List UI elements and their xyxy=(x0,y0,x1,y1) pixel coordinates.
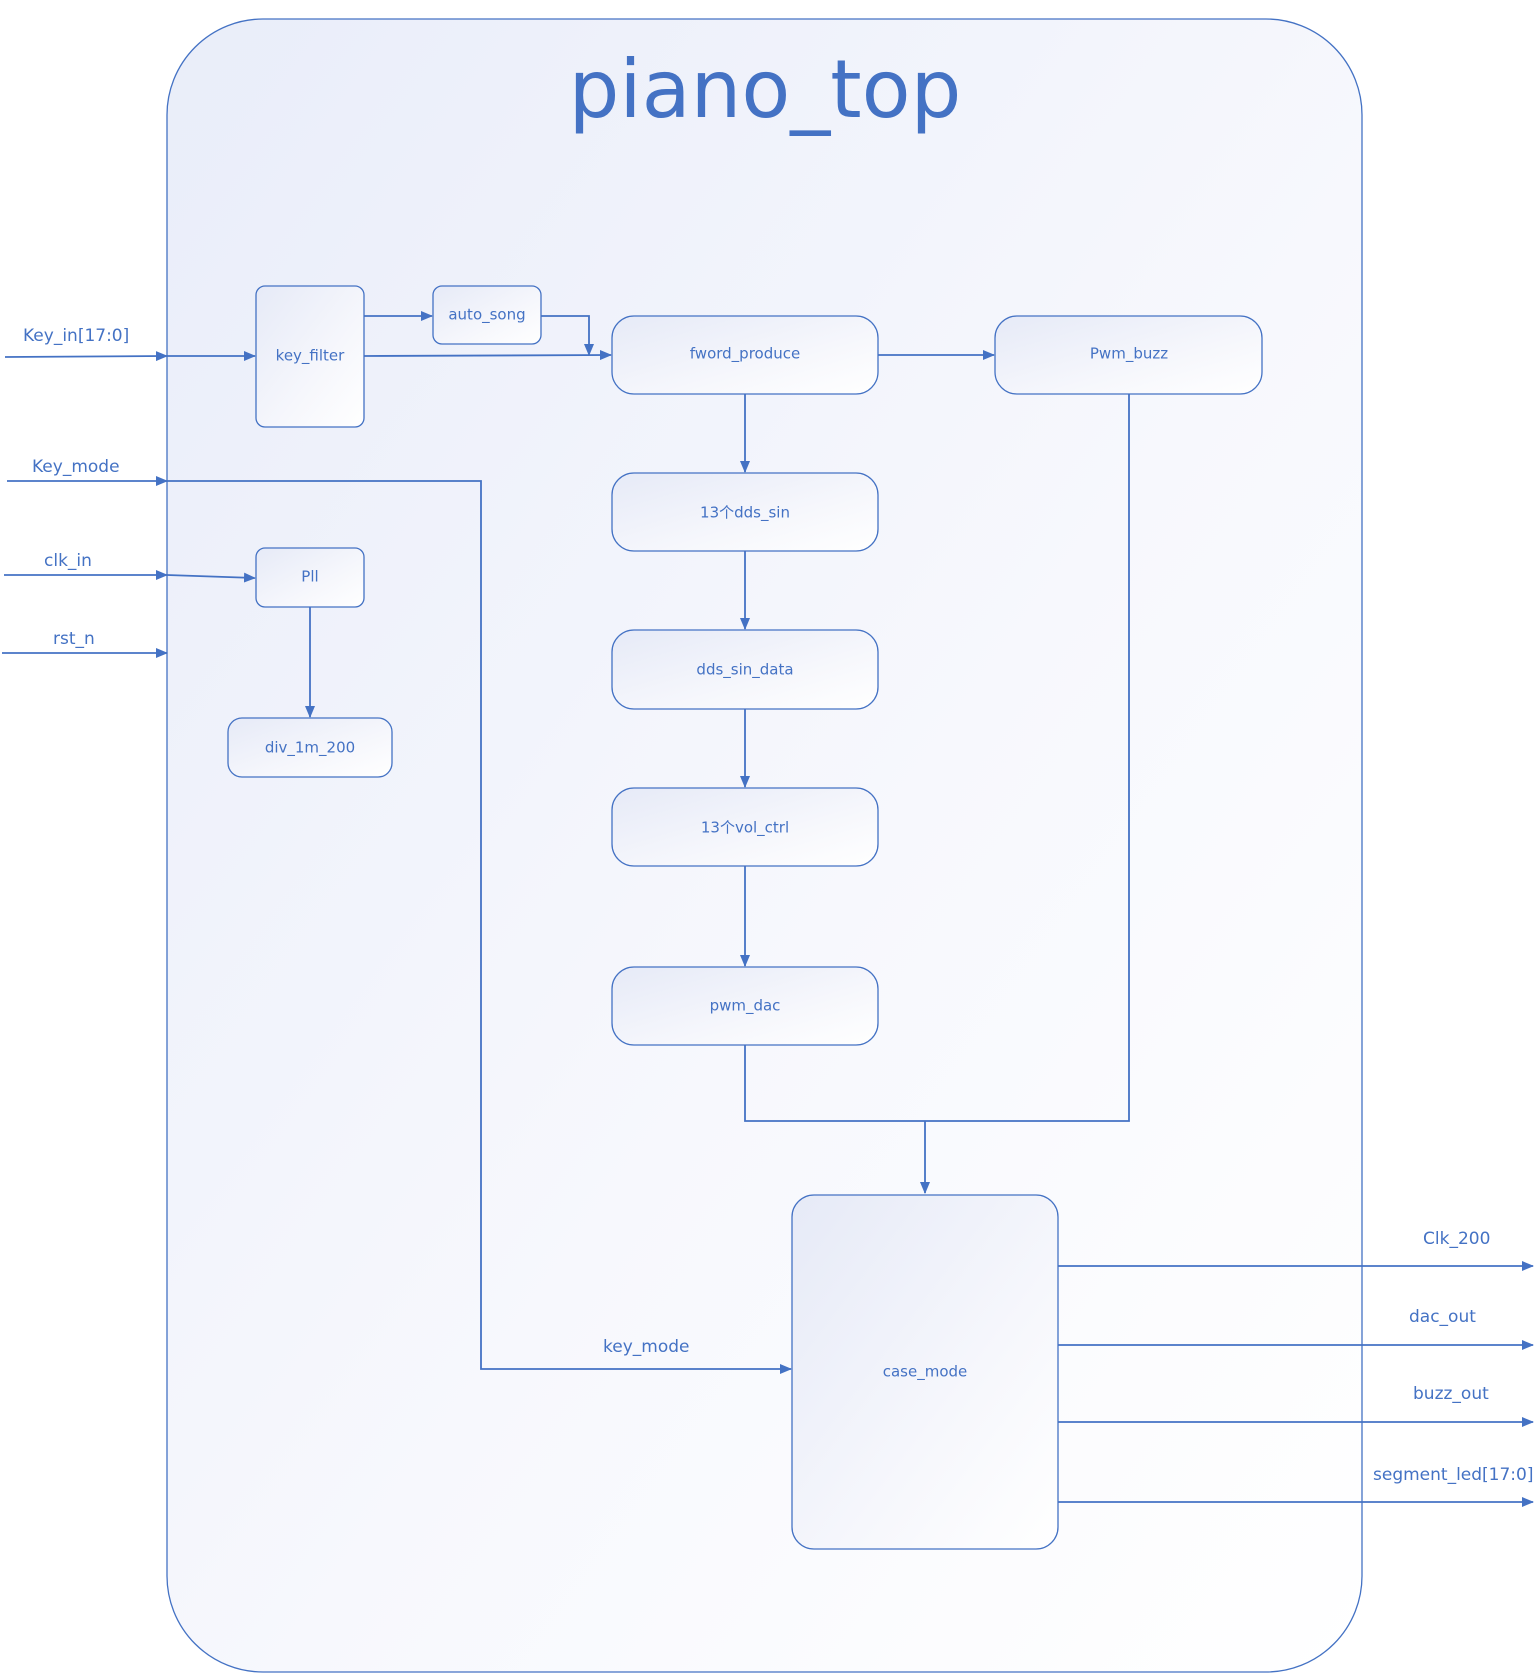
input-clk-in-label: clk_in xyxy=(44,551,92,571)
block-fword-produce: fword_produce xyxy=(611,315,879,395)
block-key-filter-label: key_filter xyxy=(276,347,345,366)
wire-key-in xyxy=(4,351,168,362)
block-vol-ctrl: 13个vol_ctrl xyxy=(611,787,879,867)
block-dds-sin-label: 13个dds_sin xyxy=(700,504,790,523)
input-key-in-label: Key_in[17:0] xyxy=(23,326,129,346)
module-title: piano_top xyxy=(569,43,962,136)
block-auto-song-label: auto_song xyxy=(448,306,525,325)
block-case-mode-label: case_mode xyxy=(883,1363,968,1382)
block-auto-song: auto_song xyxy=(432,285,542,345)
block-dds-sin-data-label: dds_sin_data xyxy=(696,661,793,680)
wire-filter-to-fword xyxy=(363,350,612,361)
block-pwm-buzz: Pwm_buzz xyxy=(994,315,1263,395)
block-key-filter: key_filter xyxy=(255,285,365,428)
wire-clk-in-inner xyxy=(166,572,256,583)
internal-key-mode-label: key_mode xyxy=(603,1337,689,1357)
block-div-1m-200: div_1m_200 xyxy=(227,717,393,778)
block-pwm-dac: pwm_dac xyxy=(611,966,879,1046)
block-fword-produce-label: fword_produce xyxy=(690,345,800,364)
input-rst-n-label: rst_n xyxy=(53,629,95,649)
block-pwm-dac-label: pwm_dac xyxy=(710,997,781,1016)
output-buzz-out-label: buzz_out xyxy=(1413,1384,1489,1404)
input-key-mode-label: Key_mode xyxy=(32,457,120,477)
block-div-label: div_1m_200 xyxy=(265,739,355,758)
block-case-mode: case_mode xyxy=(791,1194,1059,1550)
output-segment-led-label: segment_led[17:0] xyxy=(1373,1465,1533,1485)
wire-pwmdac-merge xyxy=(744,394,1130,1122)
wire-autosong-to-fword xyxy=(541,315,594,356)
block-dds-sin-data: dds_sin_data xyxy=(611,629,879,710)
block-dds-sin: 13个dds_sin xyxy=(611,472,879,552)
block-vol-ctrl-label: 13个vol_ctrl xyxy=(701,819,789,838)
wire-key-mode-route xyxy=(167,480,792,1374)
output-dac-out-label: dac_out xyxy=(1409,1307,1476,1327)
block-pll-label: Pll xyxy=(301,568,318,586)
block-pwm-buzz-label: Pwm_buzz xyxy=(1090,345,1168,364)
block-pll: Pll xyxy=(255,547,365,608)
output-clk-200-label: Clk_200 xyxy=(1423,1229,1490,1249)
